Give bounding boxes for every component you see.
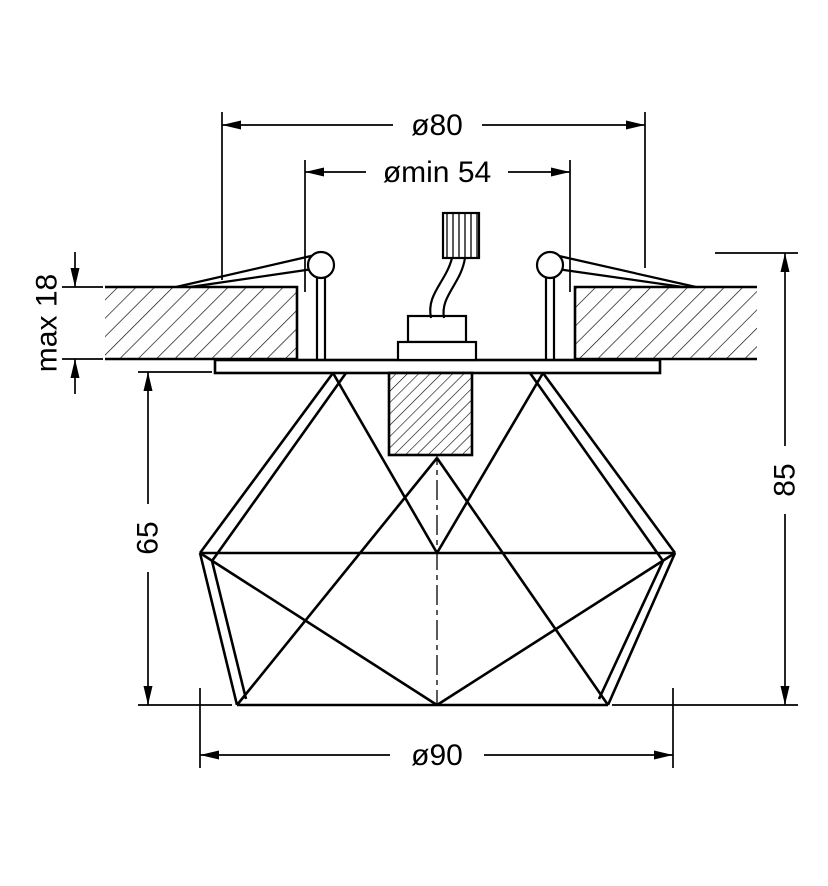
arrowhead	[70, 268, 80, 287]
lamp-holder-outline	[387, 371, 474, 457]
arrowhead	[200, 750, 219, 760]
cage-wire	[199, 551, 438, 707]
cable-wire	[442, 257, 467, 319]
cage-wire	[435, 457, 610, 706]
connector-hatch	[443, 213, 479, 258]
arrowhead	[143, 686, 153, 705]
mounting-clip-right	[535, 250, 697, 360]
arrowhead	[70, 359, 80, 378]
arrowhead	[780, 686, 790, 705]
clip-arm	[556, 267, 684, 289]
clip-arm	[189, 267, 314, 289]
socket-upper-block	[406, 314, 468, 344]
dimension-label-top-diameter: ø80	[411, 109, 463, 142]
arrowhead	[222, 120, 241, 130]
cage-wire	[597, 560, 665, 700]
socket-lower-block	[396, 340, 478, 362]
connector-outline	[441, 211, 481, 260]
cage-wire	[606, 552, 677, 706]
cage-wire	[331, 372, 439, 554]
cage-wire	[541, 372, 677, 554]
lamp-holder	[387, 371, 474, 457]
dimension-max18: max 18	[31, 252, 103, 394]
cage-wire	[198, 372, 335, 554]
cage-wire	[435, 372, 545, 554]
cage-wire	[210, 372, 348, 562]
dimension-label-total-height: 85	[769, 463, 802, 496]
dimension-label-inner-diameter: ømin 54	[383, 156, 491, 189]
cage-wire	[235, 457, 439, 706]
mounting-clip-left	[175, 250, 336, 360]
arrowhead	[143, 372, 153, 391]
power-cable	[429, 257, 467, 319]
dimension-dia80: ø80	[221, 109, 646, 280]
dimension-dia-min54: ømin 54	[304, 156, 571, 292]
cable-wire	[429, 257, 454, 319]
cage-wire	[198, 552, 239, 706]
cage-wire	[528, 372, 665, 562]
dimension-85: 85	[612, 252, 802, 706]
arrowhead	[654, 750, 673, 760]
lamp-socket	[396, 314, 478, 362]
power-connector	[441, 211, 481, 260]
ceiling-right-hatch	[575, 287, 757, 359]
dimension-65: 65	[132, 371, 232, 706]
arrowhead	[780, 253, 790, 272]
dimension-label-cage-height: 65	[132, 521, 165, 554]
trim-plate	[213, 358, 662, 375]
clip-head	[306, 250, 336, 280]
ceiling-left-hatch	[105, 287, 297, 359]
ceiling-right-outline	[573, 285, 757, 361]
lamp-holder-hatch	[389, 373, 472, 455]
arrowhead	[626, 120, 645, 130]
wire-cage	[198, 372, 677, 707]
ceiling-section	[105, 285, 757, 361]
arrowhead	[305, 167, 324, 177]
clip-arm	[558, 254, 697, 289]
dimension-label-ceiling-thickness: max 18	[31, 274, 64, 372]
ceiling-left-outline	[105, 285, 299, 361]
dimension-dia90: ø90	[199, 688, 674, 772]
clip-head	[535, 250, 565, 280]
cage-wire	[210, 560, 248, 700]
arrowhead	[551, 167, 570, 177]
dimension-label-bottom-diameter: ø90	[411, 739, 463, 772]
clip-arm	[175, 254, 312, 289]
